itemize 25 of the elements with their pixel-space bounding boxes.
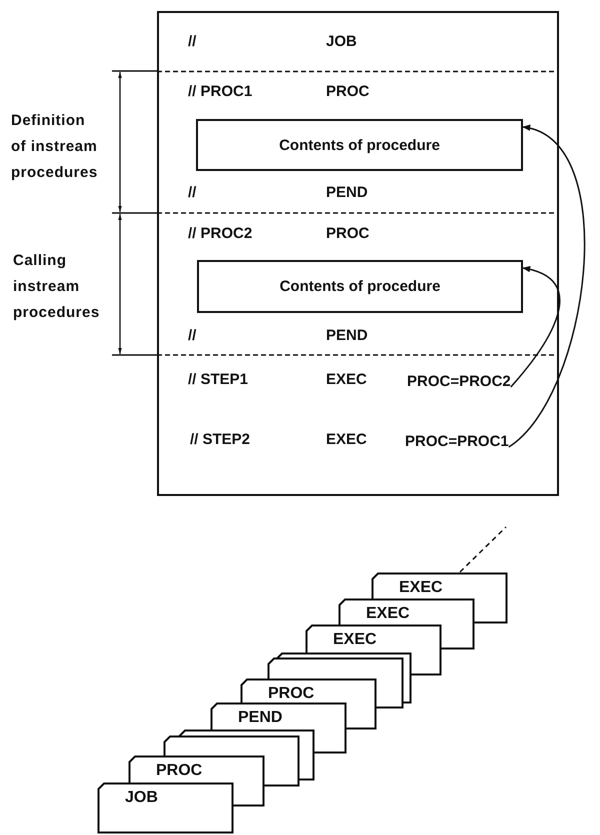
arrow: [508, 126, 586, 448]
exec-parameter: PROC=PROC1: [405, 433, 509, 451]
jcl-statement-text: // STEP2: [190, 431, 250, 449]
job-stream-frame: [157, 11, 559, 496]
jcl-statement-text: PEND: [326, 327, 368, 345]
bracket-caption: Definition of instream procedures: [11, 111, 99, 183]
jcl-statement-text: // PROC2: [188, 225, 252, 243]
bracket-caption: Calling instream procedures: [13, 251, 101, 323]
procedure-box: Contents of procedure: [197, 260, 523, 313]
jcl-statement-text: //: [188, 184, 196, 202]
jcl-statement-text: //: [188, 327, 196, 345]
continuation-line: [459, 526, 507, 573]
arrow: [510, 266, 560, 388]
jcl-statement-text: PROC: [326, 83, 370, 101]
procedure-box: Contents of procedure: [196, 119, 523, 171]
jcl-statement-text: //: [188, 33, 196, 51]
punched-card: JOB: [97, 782, 234, 834]
jcl-statement-text: EXEC: [326, 431, 367, 449]
jcl-statement-text: // STEP1: [188, 371, 248, 389]
jcl-statement-text: // PROC1: [188, 83, 252, 101]
jcl-statement-text: EXEC: [326, 371, 367, 389]
jcl-statement-text: JOB: [326, 33, 357, 51]
jcl-statement-text: PROC: [326, 225, 370, 243]
jcl-statement-text: PEND: [326, 184, 368, 202]
exec-parameter: PROC=PROC2: [407, 373, 511, 391]
